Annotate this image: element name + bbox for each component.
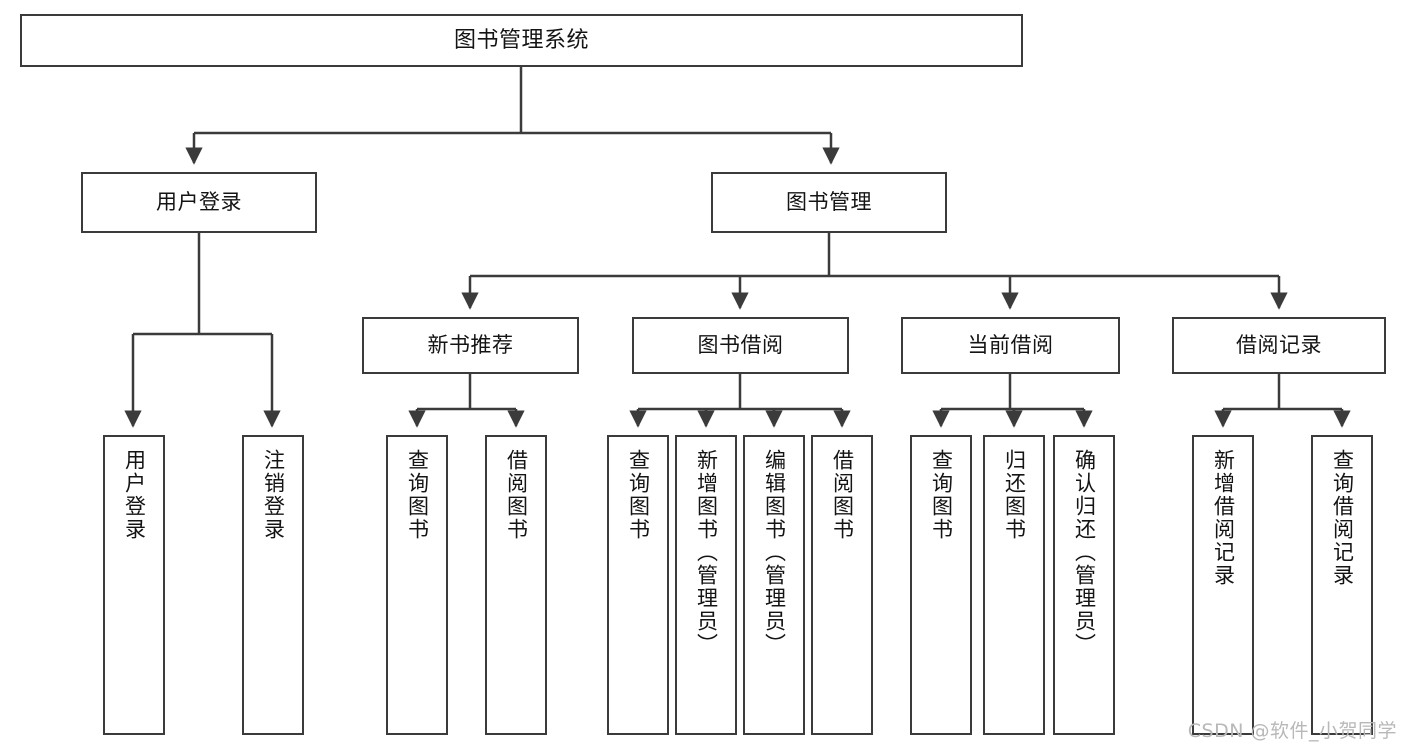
leaf-return-book[interactable]: 归还图书	[983, 435, 1045, 735]
node-book-borrow[interactable]: 图书借阅	[632, 317, 849, 374]
leaf-borrow-book-1-label: 借阅图书	[504, 449, 529, 541]
leaf-query-book-3[interactable]: 查询图书	[910, 435, 972, 735]
node-user-login-label: 用户登录	[156, 190, 242, 215]
leaf-confirm-return-admin-label: 确认归还（管理员）	[1072, 449, 1097, 656]
leaf-user-login-label: 用户登录	[122, 449, 147, 541]
leaf-user-login[interactable]: 用户登录	[103, 435, 165, 735]
leaf-query-book-1-label: 查询图书	[405, 449, 430, 541]
node-book-borrow-label: 图书借阅	[697, 333, 784, 358]
leaf-logout-login-label: 注销登录	[261, 449, 286, 541]
node-new-book-recommend-label: 新书推荐	[427, 333, 514, 358]
leaf-borrow-book-1[interactable]: 借阅图书	[485, 435, 547, 735]
node-current-borrow[interactable]: 当前借阅	[901, 317, 1120, 374]
leaf-query-borrow-record[interactable]: 查询借阅记录	[1311, 435, 1373, 735]
leaf-logout-login[interactable]: 注销登录	[242, 435, 304, 735]
leaf-query-book-3-label: 查询图书	[929, 449, 954, 541]
leaf-query-book-2[interactable]: 查询图书	[607, 435, 669, 735]
leaf-borrow-book-2-label: 借阅图书	[830, 449, 855, 541]
leaf-return-book-label: 归还图书	[1002, 449, 1027, 541]
node-borrow-record-label: 借阅记录	[1236, 333, 1322, 358]
node-root-label: 图书管理系统	[453, 27, 589, 53]
csdn-watermark: CSDN @软件_小贺同学	[1187, 720, 1397, 742]
leaf-add-borrow-record[interactable]: 新增借阅记录	[1192, 435, 1254, 735]
leaf-confirm-return-admin[interactable]: 确认归还（管理员）	[1053, 435, 1115, 735]
node-new-book-recommend[interactable]: 新书推荐	[362, 317, 579, 374]
node-book-management[interactable]: 图书管理	[711, 172, 947, 233]
leaf-borrow-book-2[interactable]: 借阅图书	[811, 435, 873, 735]
leaf-edit-book-admin[interactable]: 编辑图书（管理员）	[743, 435, 805, 735]
leaf-query-book-2-label: 查询图书	[626, 449, 651, 541]
leaf-query-book-1[interactable]: 查询图书	[386, 435, 448, 735]
node-root[interactable]: 图书管理系统	[20, 14, 1023, 67]
node-user-login[interactable]: 用户登录	[81, 172, 317, 233]
leaf-query-borrow-record-label: 查询借阅记录	[1330, 449, 1355, 587]
node-borrow-record[interactable]: 借阅记录	[1172, 317, 1386, 374]
leaf-edit-book-admin-label: 编辑图书（管理员）	[762, 449, 787, 656]
leaf-add-book-admin[interactable]: 新增图书（管理员）	[675, 435, 737, 735]
node-current-borrow-label: 当前借阅	[967, 333, 1054, 358]
leaf-add-borrow-record-label: 新增借阅记录	[1211, 449, 1236, 587]
leaf-add-book-admin-label: 新增图书（管理员）	[694, 449, 719, 656]
node-book-management-label: 图书管理	[786, 190, 872, 215]
